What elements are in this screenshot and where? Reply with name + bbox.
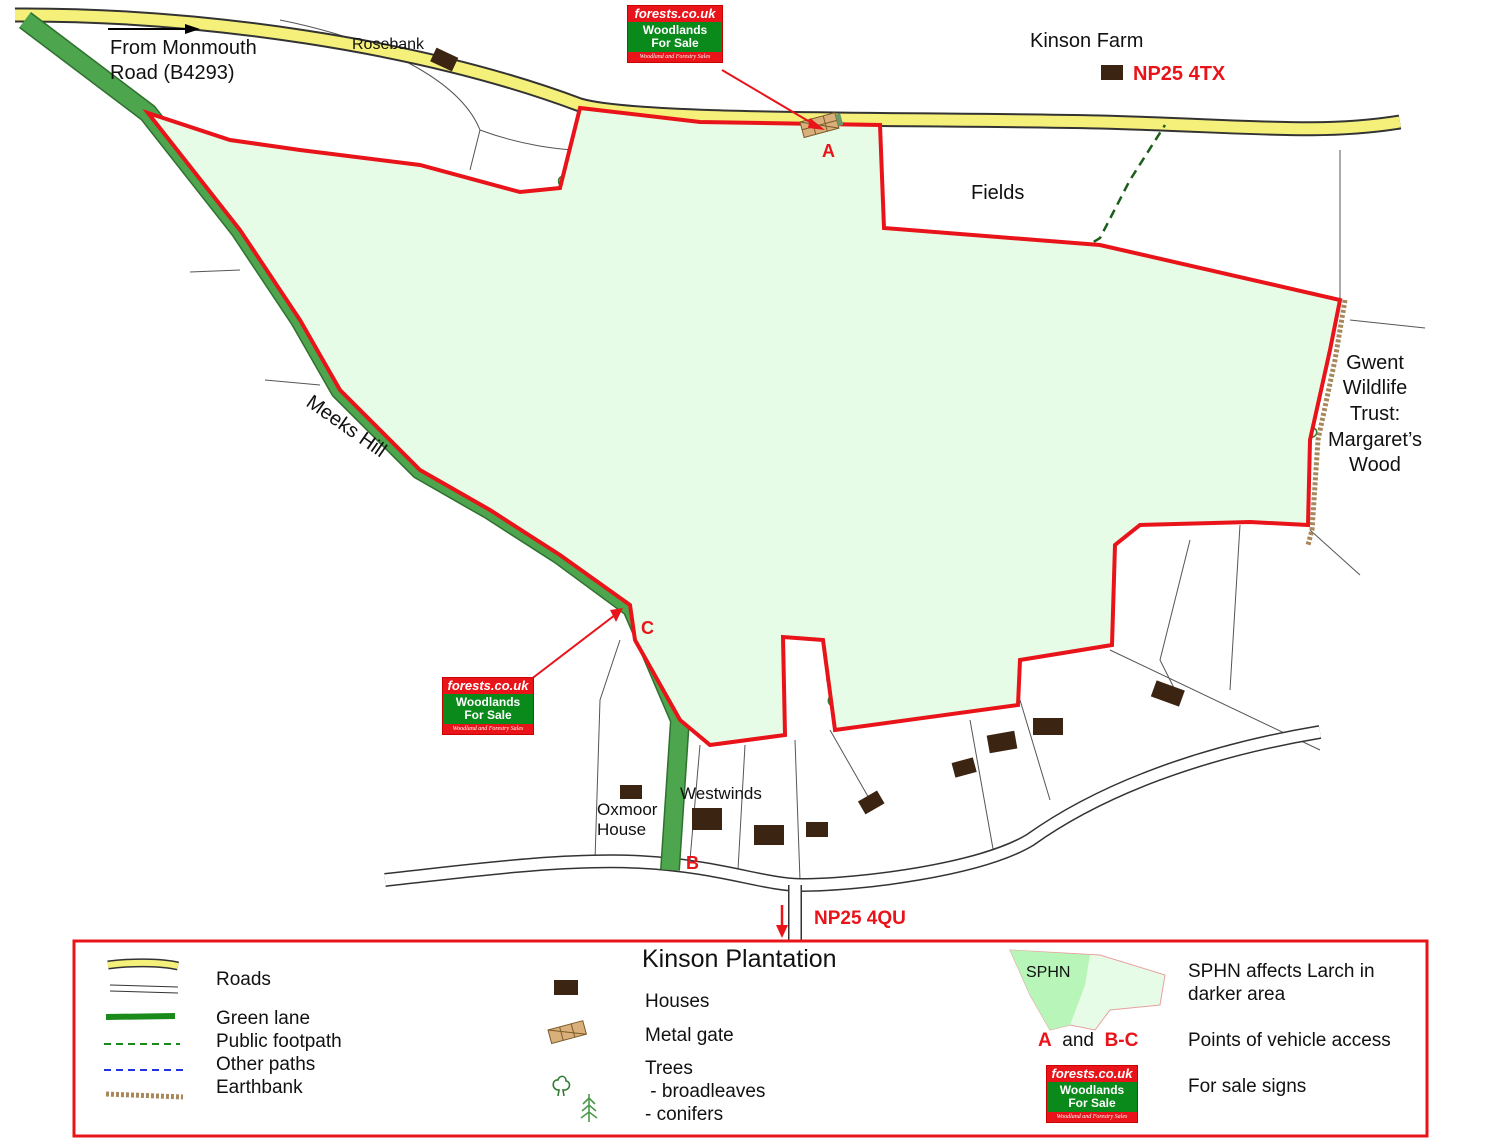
- svg-text:Gwent: Gwent: [1346, 352, 1404, 374]
- label-fields: Fields: [971, 182, 1024, 204]
- arrow-icon: [185, 24, 200, 34]
- conifer-tree-icon: [580, 1094, 598, 1122]
- house-oxmoor: [620, 785, 642, 799]
- legend-tree-icons: [552, 1075, 598, 1122]
- access-point-a: A: [822, 141, 835, 161]
- house-kinson-farm: [1101, 65, 1123, 80]
- legend-other-paths: Other paths: [216, 1054, 316, 1075]
- label-rosebank: Rosebank: [352, 36, 425, 53]
- legend-trees: Trees: [645, 1058, 693, 1079]
- label-postcode-bottom: NP25 4QU: [814, 908, 906, 929]
- house-rosebank: [430, 47, 459, 72]
- label-kinson-farm: Kinson Farm: [1030, 30, 1143, 52]
- legend-road-yellow: [107, 959, 179, 969]
- legend-green-lane: Green lane: [216, 1008, 311, 1029]
- property-boundary: [146, 106, 1342, 747]
- legend-public-footpath: Public footpath: [216, 1031, 342, 1052]
- svg-text:Wildlife: Wildlife: [1343, 377, 1407, 399]
- legend-box: [72, 939, 1429, 1138]
- legend-houses: Houses: [645, 991, 710, 1012]
- legend-roads: Roads: [216, 969, 271, 990]
- legend-signs-desc: For sale signs: [1188, 1076, 1307, 1097]
- legend-metal-gate: Metal gate: [645, 1025, 734, 1046]
- label-house: House: [597, 820, 646, 839]
- legend-access-desc: Points of vehicle access: [1188, 1030, 1391, 1051]
- arrow-down-icon: [776, 925, 788, 938]
- earthbank: [1305, 299, 1348, 546]
- legend-access-points: A and B-C: [1038, 1030, 1139, 1051]
- broadleaf-tree-icon: [552, 1075, 571, 1097]
- houses: [430, 47, 1185, 845]
- legend-earthbank: Earthbank: [216, 1077, 303, 1098]
- legend-broadleaves: - broadleaves: [645, 1081, 766, 1102]
- metal-gate-icon: [799, 112, 844, 139]
- label-oxmoor: Oxmoor: [597, 800, 658, 819]
- label-westwinds: Westwinds: [680, 784, 762, 803]
- legend-title: Kinson Plantation: [642, 945, 837, 973]
- legend-gate-icon: [547, 1020, 588, 1045]
- legend-conifers: - conifers: [645, 1104, 724, 1125]
- label-postcode-top: NP25 4TX: [1133, 63, 1226, 85]
- legend-sphn-label: SPHN: [1026, 964, 1070, 981]
- access-point-c: C: [641, 618, 654, 638]
- access-points: A B C: [641, 141, 835, 873]
- svg-text:Trust:: Trust:: [1350, 403, 1400, 425]
- svg-text:Margaret’s: Margaret’s: [1328, 429, 1422, 451]
- legend-house-icon: [554, 980, 578, 995]
- label-from-road: From Monmouth: [110, 37, 257, 59]
- svg-text:Wood: Wood: [1349, 454, 1401, 476]
- access-point-b: B: [686, 853, 699, 873]
- label-road-name: Road (B4293): [110, 62, 235, 84]
